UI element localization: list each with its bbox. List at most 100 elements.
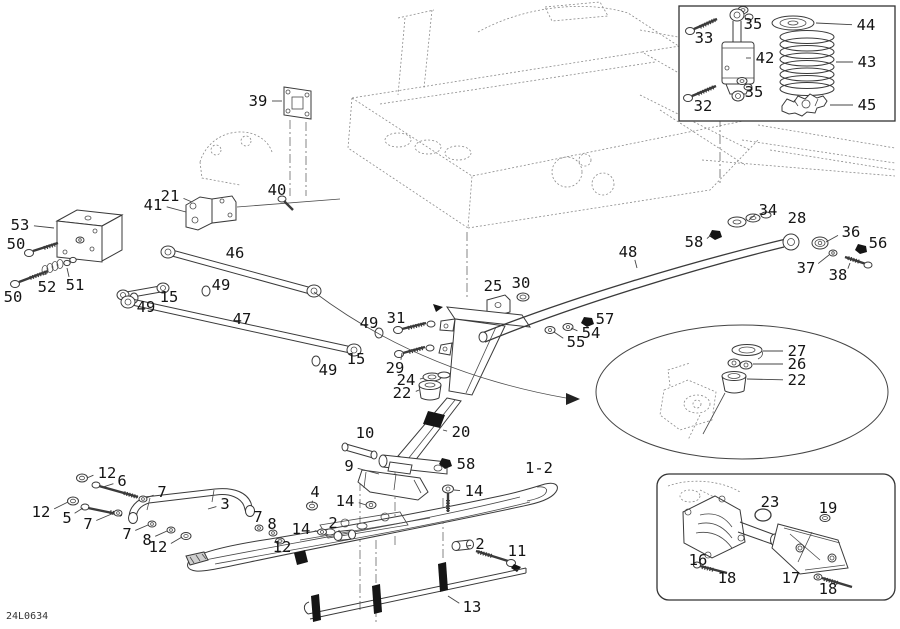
bushing-detail-inset: [313, 291, 889, 460]
part-label-23-71: 23: [761, 493, 780, 511]
ski-bracket-9: [357, 461, 429, 501]
bushing-49-b: [311, 355, 321, 367]
part-label-34-26: 34: [759, 201, 778, 219]
part-label-7-57: 7: [122, 525, 131, 543]
leader-line-2: [338, 529, 342, 534]
part-label-35-5: 35: [745, 83, 764, 101]
bushing-2-a: [333, 529, 356, 541]
part-label-53-12: 53: [11, 216, 30, 234]
nut-35-lower: [736, 77, 753, 91]
part-label-54-33: 54: [582, 324, 601, 342]
shock-absorber-42: [721, 8, 755, 102]
part-label-2-68: 2: [475, 535, 484, 553]
part-label-36-28: 36: [842, 223, 861, 241]
part-label-6-51: 6: [117, 472, 126, 490]
leader-line-14: [453, 489, 461, 491]
part-label-35-1: 35: [744, 15, 763, 33]
leader-line-22: [746, 378, 784, 381]
part-label-26-43: 26: [788, 355, 807, 373]
part-label-37-30: 37: [797, 259, 816, 277]
leader-line-53: [33, 225, 55, 229]
bolt-50-lower: [10, 269, 49, 288]
part-label-7-55: 7: [83, 515, 92, 533]
black-nut-58-b: [709, 230, 722, 240]
part-label-45-7: 45: [858, 96, 877, 114]
part-label-49-15: 49: [212, 276, 231, 294]
stud-14-front: [442, 484, 454, 512]
bushing-22-detail: [721, 371, 747, 394]
cap-27: [731, 344, 763, 360]
part-label-48-24: 48: [619, 243, 638, 261]
spindle-housing: [448, 318, 506, 396]
bolt-50-upper: [24, 241, 59, 257]
shock-detail-inset: [678, 5, 896, 122]
ghost-spindle-sketch: [659, 362, 726, 441]
pin-10: [341, 442, 378, 460]
leader-line-3: [207, 506, 217, 510]
part-label-38-31: 38: [829, 266, 848, 284]
leader-line-21: [183, 197, 193, 203]
bracket-17: [771, 523, 849, 575]
leader-line-48: [634, 259, 638, 269]
radius-arm-47: [120, 285, 384, 367]
leader-line-12: [86, 474, 94, 479]
bushing-2-b: [451, 539, 474, 551]
part-label-4-65: 4: [310, 483, 319, 501]
part-label-49-41: 49: [319, 361, 338, 379]
bolt-31: [393, 321, 427, 334]
part-label-15-40: 15: [347, 350, 366, 368]
part-label-22-39: 22: [393, 384, 412, 402]
leader-line-7: [96, 512, 115, 521]
part-label-14-63: 14: [292, 520, 311, 538]
part-label-57-32: 57: [596, 310, 615, 328]
radius-arms: [116, 245, 384, 367]
part-label-55-34: 55: [567, 333, 586, 351]
leader-line-51: [66, 267, 70, 277]
bolt-33: [685, 17, 718, 35]
drawing-code: 24L0634: [6, 611, 48, 622]
leader-line-8: [155, 530, 168, 537]
bolt-11: [475, 549, 521, 572]
leader-line-7: [145, 494, 154, 499]
part-label-12-53: 12: [32, 503, 51, 521]
part-label-42-3: 42: [756, 49, 775, 67]
mounting-plate-39: [283, 86, 312, 120]
part-label-44-2: 44: [857, 16, 876, 34]
bolt-29: [394, 345, 426, 358]
part-label-28-27: 28: [788, 209, 807, 227]
bushing-49-c: [374, 327, 384, 339]
part-label-25-22: 25: [484, 277, 503, 295]
part-label-46-14: 46: [226, 244, 245, 262]
part-label-40-9: 40: [268, 181, 287, 199]
leader-line-54: [570, 327, 578, 332]
part-label-33-0: 33: [695, 29, 714, 47]
part-label-58-48: 58: [457, 455, 476, 473]
cup-washer-36: [811, 236, 829, 250]
part-label-15-16: 15: [160, 288, 179, 306]
part-label-32-6: 32: [694, 97, 713, 115]
part-label-21-10: 21: [161, 187, 180, 205]
part-label-39-8: 39: [249, 92, 268, 110]
bolt-18-right: [813, 573, 853, 589]
leader-line-2: [466, 544, 472, 547]
leader-line-37: [817, 254, 830, 264]
ski-stop: [294, 550, 308, 565]
ski-assembly: [67, 473, 558, 622]
part-label-29-37: 29: [386, 359, 405, 377]
leader-line-24: [419, 377, 425, 380]
part-label-8-58: 8: [142, 531, 151, 549]
part-label-31-35: 31: [387, 309, 406, 327]
nut-30: [516, 292, 530, 302]
part-label-56-29: 56: [869, 234, 888, 252]
part-label-14-67: 14: [465, 482, 484, 500]
link-15-left: [116, 282, 170, 304]
leader-line-22: [415, 389, 420, 392]
leader-line-7: [135, 524, 149, 531]
part-label-17-75: 17: [782, 569, 801, 587]
leader-line-29: [400, 352, 403, 360]
part-label-5-54: 5: [62, 509, 71, 527]
ring-23: [754, 508, 772, 522]
part-label-9-47: 9: [344, 457, 353, 475]
bolt-40: [277, 195, 287, 203]
